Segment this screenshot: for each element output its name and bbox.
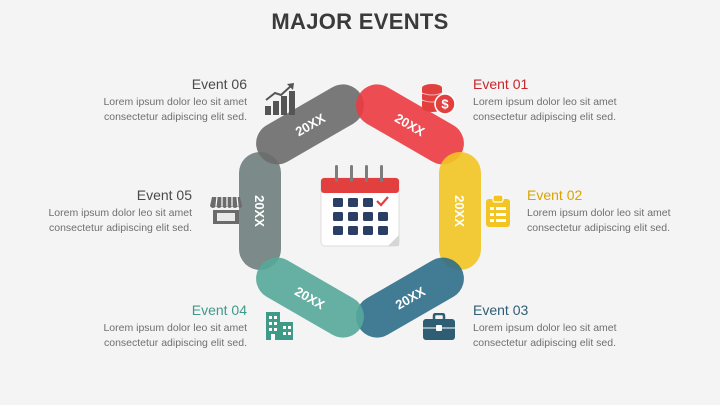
- briefcase-icon: [423, 313, 455, 340]
- calendar-day-cell: [348, 226, 358, 235]
- segment-capsule: [256, 84, 364, 165]
- segment-01: 20XX: [356, 84, 464, 165]
- segment-02: 20XX: [439, 152, 481, 270]
- segment-label: 20XX: [252, 195, 267, 227]
- event-name: Event 02: [527, 187, 583, 203]
- event-name: Event 05: [136, 187, 192, 203]
- segment-capsule: [356, 84, 464, 165]
- event-description: Lorem ipsum dolor leo sit amet consectet…: [103, 322, 247, 349]
- event-name: Event 01: [473, 76, 529, 92]
- segment-capsule: [256, 257, 364, 338]
- event-description: Lorem ipsum dolor leo sit amet consectet…: [527, 207, 671, 234]
- segment-label: 20XX: [452, 195, 467, 227]
- calendar-day-cell: [378, 226, 388, 235]
- coins-dollar-icon: $: [421, 84, 456, 115]
- segment-03: 20XX: [356, 257, 464, 338]
- calendar-day-cell: [348, 198, 358, 207]
- growth-chart-icon: [265, 83, 295, 115]
- calendar-day-cell: [378, 212, 388, 221]
- event-name: Event 03: [473, 302, 529, 318]
- event-05: Event 05 Lorem ipsum dolor leo sit amet …: [0, 186, 192, 235]
- event-01: Event 01 Lorem ipsum dolor leo sit amet …: [473, 75, 703, 124]
- calendar-day-cell: [363, 226, 373, 235]
- segment-capsule: [439, 152, 481, 270]
- calendar-day-cell: [333, 226, 343, 235]
- event-description: Lorem ipsum dolor leo sit amet consectet…: [48, 207, 192, 234]
- event-06: Event 06 Lorem ipsum dolor leo sit amet …: [17, 75, 247, 124]
- event-02: Event 02 Lorem ipsum dolor leo sit amet …: [527, 186, 720, 235]
- event-description: Lorem ipsum dolor leo sit amet consectet…: [473, 322, 617, 349]
- segment-capsule: [356, 257, 464, 338]
- event-04: Event 04 Lorem ipsum dolor leo sit amet …: [17, 301, 247, 350]
- calendar-day-cell: [333, 212, 343, 221]
- buildings-icon: [266, 312, 293, 340]
- calendar-icon: [320, 165, 400, 247]
- segment-05: 20XX: [239, 152, 281, 270]
- clipboard-icon: [486, 194, 510, 227]
- event-description: Lorem ipsum dolor leo sit amet consectet…: [473, 96, 617, 123]
- storefront-icon: [210, 196, 242, 224]
- segment-04: 20XX: [256, 257, 364, 338]
- calendar-day-cell: [333, 198, 343, 207]
- event-name: Event 06: [191, 76, 247, 92]
- event-name: Event 04: [191, 302, 247, 318]
- page-title: MAJOR EVENTS: [271, 9, 449, 34]
- calendar-day-cell: [348, 212, 358, 221]
- svg-text:$: $: [441, 97, 449, 112]
- calendar-day-cell: [363, 198, 373, 207]
- event-description: Lorem ipsum dolor leo sit amet consectet…: [103, 96, 247, 123]
- calendar-day-cell: [363, 212, 373, 221]
- segment-capsule: [239, 152, 281, 270]
- event-03: Event 03 Lorem ipsum dolor leo sit amet …: [473, 301, 703, 350]
- segment-06: 20XX: [256, 84, 364, 165]
